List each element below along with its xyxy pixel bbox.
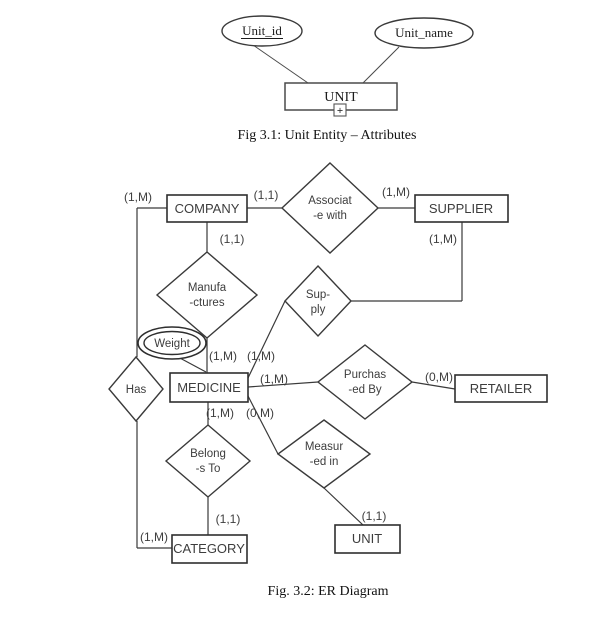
relationship-diamond-associate-with (280, 162, 380, 254)
relationship-diamond-manufactures (155, 251, 259, 339)
entity-box-retailer (454, 374, 548, 403)
entity-label-medicine: MEDICINE (177, 380, 241, 395)
connector-unitid-unit (252, 44, 309, 84)
relationship-diamond-supply (284, 264, 352, 338)
cardinality-manufactures-medicine: (1,M) (209, 349, 237, 363)
belongs-to-label-line2: -s To (196, 463, 221, 475)
weight-label: Weight (154, 338, 190, 350)
figure1-caption: Fig 3.1: Unit Entity – Attributes (238, 128, 417, 143)
has-label: Has (126, 384, 147, 396)
cardinality-company-associate: (1,1) (254, 188, 279, 202)
purchased-by-label-line1: Purchas (344, 369, 386, 381)
entity-box-supplier (414, 194, 509, 223)
attribute-label-unit-id: Unit_id (242, 23, 282, 38)
connector-purchased-retailer (411, 381, 456, 390)
cardinality-supply-medicine: (1,M) (247, 349, 275, 363)
cardinality-medicine-purchased: (1,M) (260, 372, 288, 386)
expander-box (333, 103, 347, 117)
connector-supply-medicine (247, 300, 286, 379)
connector-medicine-purchased (247, 381, 319, 388)
relationship-diamond-has (108, 355, 164, 423)
associate-with-label-line2: -e with (313, 210, 347, 222)
connector-weight-medicine (177, 356, 207, 373)
entity-label-category: CATEGORY (173, 541, 245, 556)
attribute-label-unit-name: Unit_name (395, 25, 453, 40)
cardinality-belongs-category: (1,1) (216, 512, 241, 526)
associate-with-label-line1: Associat (308, 195, 352, 207)
attribute-ellipse-unit-name (374, 17, 474, 49)
relationship-diamond-measured-in (276, 419, 372, 489)
belongs-to-label-line1: Belong (190, 448, 226, 460)
measured-in-label-line2: -ed in (310, 456, 339, 468)
entity-box-unit-bottom (334, 524, 401, 554)
entity-box-category (171, 534, 248, 564)
figure2-caption: Fig. 3.2: ER Diagram (268, 584, 389, 599)
relationship-diamond-purchased-by (316, 344, 414, 420)
connector-measured-unit (323, 487, 364, 526)
purchased-by-label-line2: -ed By (348, 384, 381, 396)
cardinality-medicine-belongs: (1,M) (206, 406, 234, 420)
manufactures-label-line2: -ctures (189, 297, 224, 309)
cardinality-category-left: (1,M) (140, 530, 168, 544)
cardinality-company-left: (1,M) (124, 190, 152, 204)
measured-in-label-line1: Measur (305, 441, 344, 453)
entity-label-unit-top: UNIT (324, 90, 358, 105)
weight-ellipse-inner (143, 330, 201, 356)
entity-label-retailer: RETAILER (470, 381, 533, 396)
entity-label-company: COMPANY (175, 201, 240, 216)
cardinality-purchased-retailer: (0,M) (425, 370, 453, 384)
connector-unitname-unit (361, 46, 400, 85)
entity-box-medicine (169, 372, 249, 403)
connector-medicine-measured (247, 395, 279, 455)
cardinality-company-manufactures: (1,1) (220, 232, 245, 246)
cardinality-measured-unit: (1,1) (362, 509, 387, 523)
entity-box-company (166, 194, 248, 223)
supply-label-line2: ply (311, 304, 326, 316)
supply-label-line1: Sup- (306, 289, 330, 301)
entity-label-unit-bottom: UNIT (352, 531, 382, 546)
manufactures-label-line1: Manufa (188, 282, 227, 294)
entity-label-supplier: SUPPLIER (429, 201, 493, 216)
plus-icon: + (337, 106, 343, 117)
cardinality-associate-supplier: (1,M) (382, 185, 410, 199)
cardinality-supplier-supply: (1,M) (429, 232, 457, 246)
cardinality-medicine-measured: (0,M) (246, 406, 274, 420)
relationship-diamond-belongs-to (164, 424, 252, 498)
